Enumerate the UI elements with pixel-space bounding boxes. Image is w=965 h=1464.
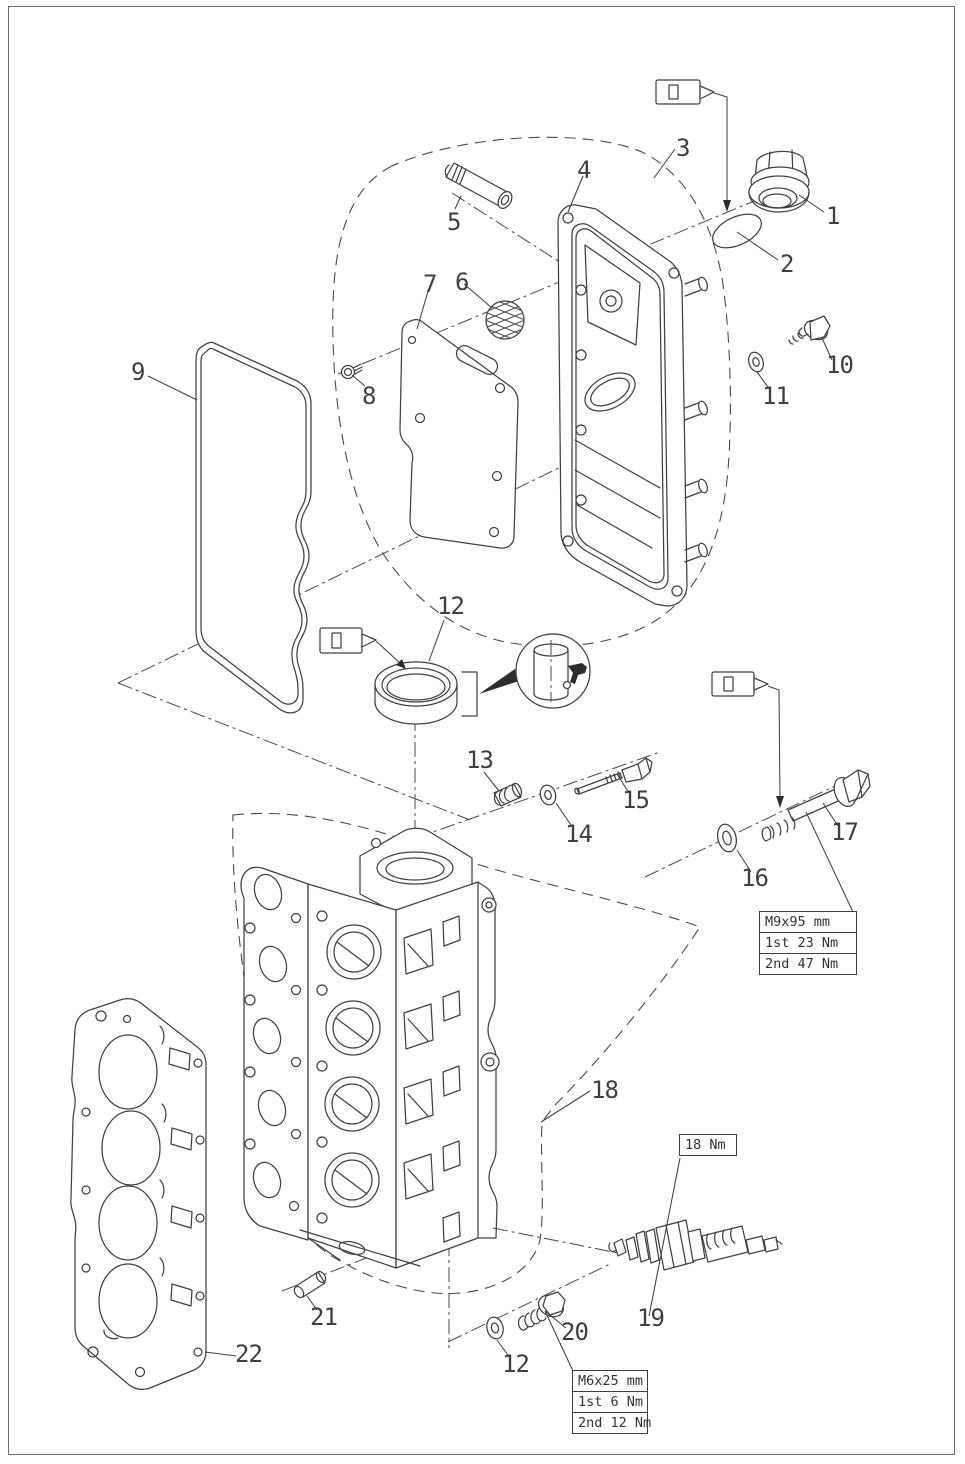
part-callout-p13: 13	[466, 746, 494, 774]
breather-plate-drawing	[400, 319, 518, 548]
part-callout-p11: 11	[762, 382, 790, 410]
part-callout-p10: 10	[826, 351, 854, 379]
breather-pipe-drawing	[445, 163, 514, 211]
cover-bolt-torque-row: 1st 6 Nm	[573, 1391, 647, 1412]
breather-mesh-drawing	[480, 294, 530, 346]
cover-bolt-bosses	[576, 285, 586, 505]
head-side-pockets	[404, 916, 460, 1242]
head-bolt-torque-row: 1st 23 Nm	[760, 932, 856, 953]
cover-bolt-torque-row: M6x25 mm	[578, 1373, 644, 1389]
seal-section-bracket	[462, 669, 519, 716]
cover-gasket-drawing	[196, 342, 311, 713]
flange-bolt-10-drawing	[789, 316, 831, 344]
part-callout-p1: 1	[826, 202, 840, 230]
cylinder-head-bolt-17-drawing	[762, 770, 870, 841]
part-callout-p19: 19	[637, 1304, 665, 1332]
cylinder-head-cover-drawing	[558, 205, 709, 606]
oil-seal-ring-drawing	[375, 662, 457, 724]
sealant-tube-icon	[712, 672, 784, 808]
sealant-tube-icon	[656, 80, 731, 212]
cover-side-bosses	[685, 276, 709, 562]
washer-16-drawing	[715, 822, 739, 854]
part-callout-p21: 21	[310, 1303, 338, 1331]
washer-12b-drawing	[485, 1315, 506, 1340]
spark-plug-torque: 18 Nm	[679, 1134, 737, 1156]
part-callout-p9: 9	[131, 358, 145, 386]
spark-plug-torque-row: 18 Nm	[685, 1137, 726, 1153]
flange-bolt-20-drawing	[518, 1291, 567, 1330]
cover-bolt-torque-row: 2nd 12 Nm	[573, 1412, 651, 1433]
part-callout-p14: 14	[565, 820, 593, 848]
cylinder-head-drawing	[241, 828, 499, 1268]
blind-plug-13-drawing	[494, 782, 523, 806]
callout-leader-lines	[148, 149, 853, 1371]
dowel-pin-21-drawing	[292, 1270, 327, 1299]
part-callout-p18: 18	[591, 1076, 619, 1104]
spark-plug-drawing	[609, 1220, 782, 1270]
bolt-15-drawing	[574, 758, 652, 795]
page-border	[8, 6, 955, 1455]
part-callout-p2: 2	[780, 250, 794, 278]
part-callout-p8: 8	[362, 382, 376, 410]
washer-11-drawing	[746, 350, 765, 373]
part-callout-p16: 16	[741, 864, 769, 892]
sealant-bead-oval	[708, 207, 767, 254]
part-callout-p12b: 12	[502, 1350, 530, 1378]
part-callout-p22: 22	[235, 1340, 263, 1368]
part-callout-p15: 15	[622, 786, 650, 814]
oil-filler-cap-drawing	[749, 150, 809, 212]
part-callout-p17: 17	[831, 818, 859, 846]
part-callout-p3: 3	[676, 134, 690, 162]
head-bolt-torque-row: M9x95 mm	[765, 914, 831, 930]
part-callout-p4: 4	[577, 156, 591, 184]
sealant-tube-icon	[320, 628, 406, 669]
part-callout-p6: 6	[455, 268, 469, 296]
head-bolt-torque-row: 2nd 47 Nm	[760, 953, 856, 974]
part-callout-p20: 20	[561, 1318, 589, 1346]
part-callout-p5: 5	[447, 208, 461, 236]
seal-detail-inset	[516, 634, 590, 708]
part-callout-p12a: 12	[437, 592, 465, 620]
washer-14-drawing	[538, 783, 558, 806]
part-callout-p7: 7	[423, 270, 437, 298]
plate-screw-drawing	[342, 364, 363, 379]
head-exhaust-ports	[245, 871, 301, 1211]
head-gasket-22-drawing	[71, 999, 206, 1390]
assembly-boundary-top	[333, 137, 731, 646]
head-spark-plug-tubes	[317, 911, 381, 1223]
